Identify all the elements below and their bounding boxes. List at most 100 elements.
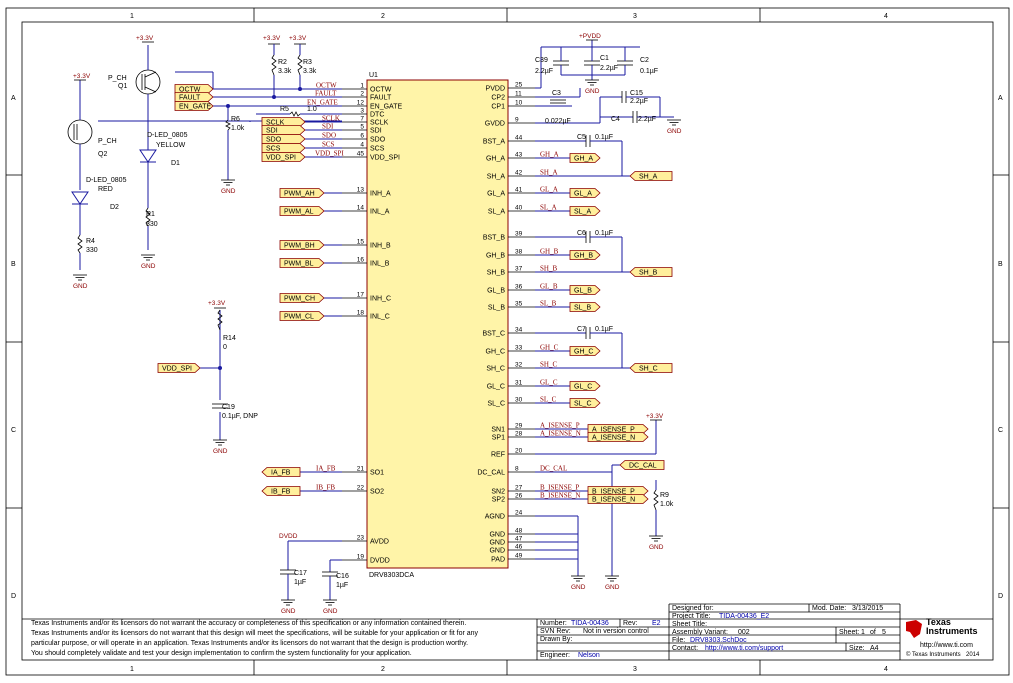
port-pwm-bl[interactable]: PWM_BL bbox=[279, 258, 325, 268]
port-sl-c[interactable]: SL_C bbox=[569, 398, 601, 408]
port-sh-a[interactable]: SH_A bbox=[629, 171, 673, 181]
r4-val: 330 bbox=[86, 247, 98, 254]
u1-pin-name: PVDD bbox=[486, 86, 505, 93]
d1-led[interactable]: D-LED_0805 YELLOW D1 bbox=[139, 132, 188, 208]
tb-size: A4 bbox=[870, 645, 879, 652]
net-label: IB_FB bbox=[316, 484, 335, 492]
svg-text:SL_C: SL_C bbox=[574, 401, 592, 408]
port-sdi[interactable]: SDI bbox=[261, 125, 306, 135]
port-sh-c[interactable]: SH_C bbox=[629, 363, 673, 373]
port-gh-c[interactable]: GH_C bbox=[569, 346, 601, 356]
u1-pin-name: SP1 bbox=[492, 435, 505, 442]
port-fault[interactable]: FAULT bbox=[174, 92, 214, 102]
tb-mod-date-label: Mod. Date: bbox=[812, 605, 846, 612]
port-a-isense-n[interactable]: A_ISENSE_N bbox=[587, 432, 649, 442]
port-gl-a[interactable]: GL_A bbox=[569, 188, 601, 198]
grid-col-2-top: 2 bbox=[381, 13, 385, 20]
port-pwm-al[interactable]: PWM_AL bbox=[279, 206, 325, 216]
u1-pin-number: 39 bbox=[515, 231, 523, 238]
tb-contact-label: Contact: bbox=[672, 645, 698, 652]
port-ib-fb[interactable]: IB_FB bbox=[261, 486, 301, 496]
u1-pin-number: 34 bbox=[515, 327, 523, 334]
u1-body[interactable] bbox=[366, 79, 509, 569]
u1-pin-name: DTC bbox=[370, 112, 384, 119]
u1-pin-name: PAD bbox=[491, 557, 505, 564]
u1-pin-name: INH_B bbox=[370, 243, 391, 250]
u1-pin-name: INL_C bbox=[370, 314, 390, 321]
port-pwm-ch[interactable]: PWM_CH bbox=[279, 293, 325, 303]
port-gl-b[interactable]: GL_B bbox=[569, 285, 601, 295]
ti-logo-icon bbox=[906, 620, 922, 638]
u1-pin-name: INH_A bbox=[370, 191, 391, 198]
u1-pin-name: OCTW bbox=[370, 87, 392, 94]
d2-led[interactable]: D-LED_0805 RED D2 bbox=[71, 177, 127, 235]
grid-col-4-top: 4 bbox=[884, 13, 888, 20]
c5-ref: C5 bbox=[577, 134, 586, 141]
u1-pin-number: 35 bbox=[515, 301, 523, 308]
ti-name-1: Texas bbox=[926, 617, 951, 627]
u1-pin-number: 19 bbox=[357, 554, 365, 561]
port-sl-a[interactable]: SL_A bbox=[569, 206, 601, 216]
port-gh-b[interactable]: GH_B bbox=[569, 250, 601, 260]
port-sclk[interactable]: SCLK bbox=[261, 117, 306, 127]
port-vdd-spi[interactable]: VDD_SPI bbox=[261, 152, 306, 162]
left-wiring bbox=[98, 71, 342, 572]
svg-text:PWM_AH: PWM_AH bbox=[284, 191, 315, 198]
net-label: SCLK bbox=[322, 115, 340, 123]
q2-ref: Q2 bbox=[98, 151, 107, 158]
grid-row-c-right: C bbox=[998, 427, 1003, 434]
port-a-isense-p[interactable]: A_ISENSE_P bbox=[587, 424, 649, 434]
port-b-isense-n[interactable]: B_ISENSE_N bbox=[587, 494, 649, 504]
port-pwm-ah[interactable]: PWM_AH bbox=[279, 188, 325, 198]
r4-ref: R4 bbox=[86, 238, 95, 245]
grid-row-d-right: D bbox=[998, 593, 1003, 600]
u1-pin-number: 16 bbox=[357, 257, 365, 264]
u1-pin-number: 22 bbox=[357, 485, 365, 492]
port-scs[interactable]: SCS bbox=[261, 143, 306, 153]
port-sl-b[interactable]: SL_B bbox=[569, 302, 601, 312]
grid-labels: 1 2 3 4 1 2 3 4 A B C D A B C D bbox=[11, 13, 1003, 673]
port-sh-b[interactable]: SH_B bbox=[629, 267, 673, 277]
svg-text:IA_FB: IA_FB bbox=[271, 470, 291, 477]
port-dc-cal[interactable]: DC_CAL bbox=[619, 460, 665, 470]
c6-ref: C6 bbox=[577, 230, 586, 237]
u1-pin-number: 49 bbox=[515, 553, 523, 560]
u1-pin-name: SH_B bbox=[487, 270, 506, 277]
net-label: B_ISENSE_P bbox=[540, 484, 579, 492]
u1-pin-number: 43 bbox=[515, 152, 523, 159]
q2-transistor[interactable]: P_CH Q2 bbox=[67, 80, 117, 190]
port-gl-c[interactable]: GL_C bbox=[569, 381, 601, 391]
c15-ref: C15 bbox=[630, 90, 643, 97]
port-sdo[interactable]: SDO bbox=[261, 134, 306, 144]
svg-text:OCTW: OCTW bbox=[179, 87, 201, 94]
u1-pin-number: 41 bbox=[515, 187, 523, 194]
q1-transistor[interactable]: P_CH Q1 bbox=[108, 45, 161, 150]
port-pwm-bh[interactable]: PWM_BH bbox=[279, 240, 325, 250]
u1-pin-name: VDD_SPI bbox=[370, 155, 400, 162]
port-ia-fb[interactable]: IA_FB bbox=[261, 467, 301, 477]
port-vdd-spi[interactable]: VDD_SPI bbox=[157, 363, 201, 373]
tb-sheet-label: Sheet: bbox=[839, 629, 859, 636]
grid-row-b-left: B bbox=[11, 261, 16, 268]
port-pwm-cl[interactable]: PWM_CL bbox=[279, 311, 325, 321]
c17-val: 1µF bbox=[294, 579, 306, 586]
u1-pin-name: GL_A bbox=[487, 191, 505, 198]
c7-ref: C7 bbox=[577, 326, 586, 333]
u1-pin-number: 9 bbox=[515, 117, 519, 124]
title-block-fields: Number: TIDA-00436 Rev: E2 SVN Rev: Not … bbox=[540, 605, 886, 659]
grid-col-3-top: 3 bbox=[633, 13, 637, 20]
disclaimer-line-3: particular purpose, or will operate in a… bbox=[31, 640, 468, 647]
ti-url: http://www.ti.com bbox=[920, 642, 973, 649]
svg-text:SL_A: SL_A bbox=[574, 209, 591, 216]
net-label: A_ISENSE_N bbox=[540, 430, 581, 438]
svg-text:EN_GATE: EN_GATE bbox=[179, 104, 211, 111]
u1-pin-name: AGND bbox=[485, 514, 505, 521]
port-b-isense-p[interactable]: B_ISENSE_P bbox=[587, 486, 649, 496]
net-label: EN_GATE bbox=[307, 99, 338, 107]
port-gh-a[interactable]: GH_A bbox=[569, 153, 601, 163]
port-en-gate[interactable]: EN_GATE bbox=[174, 101, 214, 111]
ti-copyright-year: 2014 bbox=[966, 652, 980, 658]
u1-pin-name: CP1 bbox=[491, 104, 505, 111]
u1-pin-name: GND bbox=[489, 548, 505, 555]
port-octw[interactable]: OCTW bbox=[174, 84, 214, 94]
